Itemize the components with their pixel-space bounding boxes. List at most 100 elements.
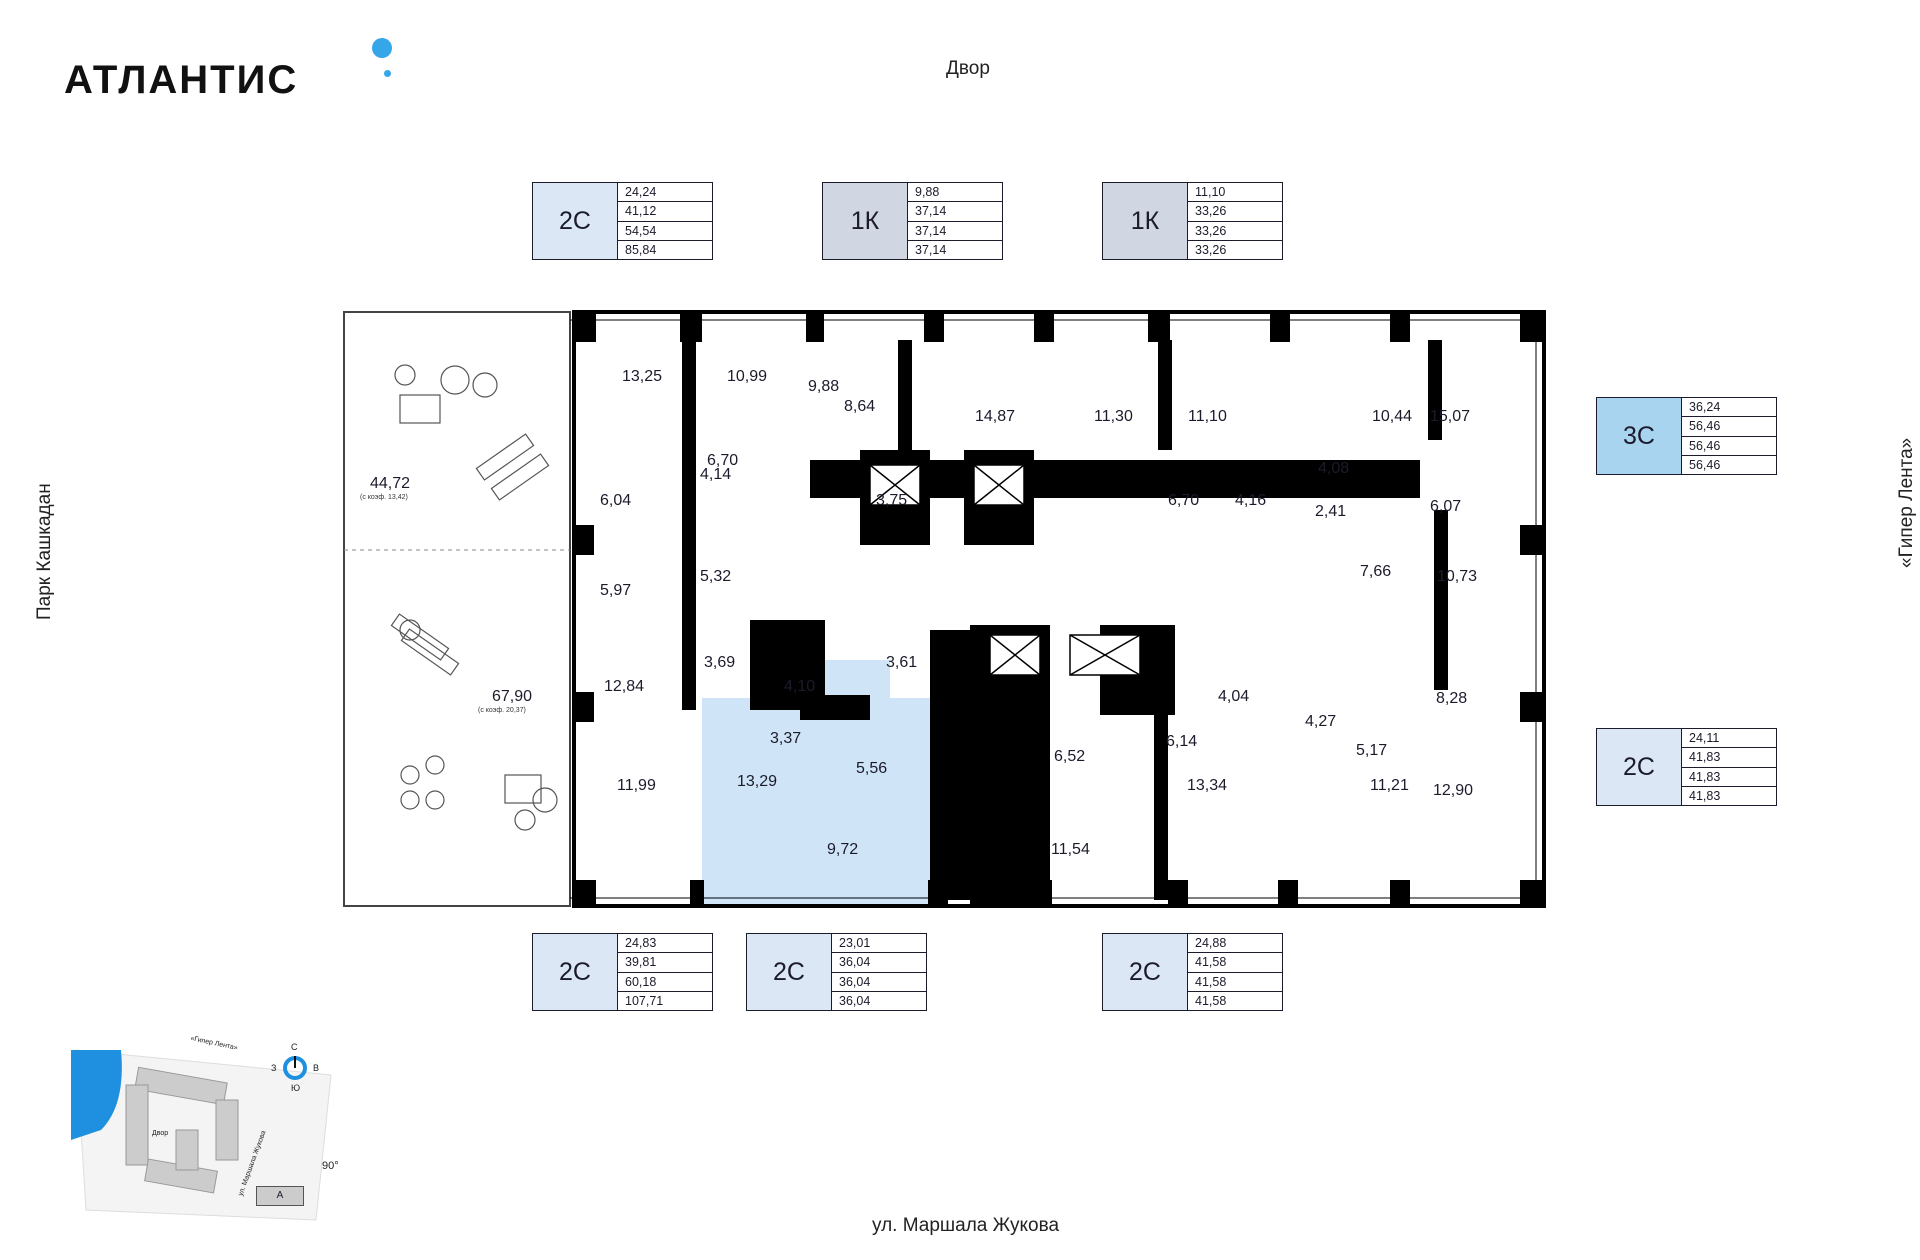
area-value: 41,58 (1188, 973, 1282, 992)
room-area-label: 5,97 (600, 582, 632, 599)
room-area-label: 11,30 (1094, 408, 1133, 425)
area-value: 33,26 (1188, 202, 1282, 222)
room-area-label: 3,61 (886, 654, 918, 671)
room-area-label: 15,07 (1430, 408, 1471, 425)
terrace-bottom-area: 67,90 (492, 688, 533, 705)
apartment-type: 2С (533, 183, 618, 259)
apartment-type: 1К (1103, 183, 1188, 259)
room-area-label: 9,88 (808, 378, 840, 395)
room-area-label: 13,34 (1187, 777, 1228, 794)
section-badge: А (256, 1186, 304, 1206)
area-value: 9,88 (908, 183, 1002, 203)
apartment-type: 2С (1597, 729, 1682, 805)
apartment-type: 2С (1103, 934, 1188, 1010)
room-area-label: 13,29 (737, 773, 778, 790)
area-value: 24,24 (618, 183, 712, 203)
compass-north: С (291, 1042, 298, 1052)
room-area-label: 8,64 (844, 398, 876, 415)
logo-dot-icon (372, 38, 392, 58)
area-value: 23,01 (832, 934, 926, 954)
area-value: 33,26 (1195, 242, 1227, 257)
room-area-label: 5,17 (1356, 742, 1388, 759)
floor-plan (343, 310, 1546, 908)
room-area-label: 3,75 (876, 492, 908, 509)
room-area-label: 10,44 (1372, 408, 1413, 425)
street-top-label: Двор (946, 58, 990, 79)
room-area-label: 11,21 (1370, 777, 1409, 794)
room-area-label: 3,69 (704, 654, 736, 671)
lake-shape (71, 1050, 122, 1140)
area-value: 41,58 (1195, 993, 1227, 1008)
apartment-type: 2С (533, 934, 618, 1010)
room-area-label: 10,73 (1437, 568, 1478, 585)
area-value: 39,81 (618, 953, 712, 973)
room-area-label: 11,99 (617, 777, 656, 794)
room-area-label: 12,90 (1433, 782, 1474, 799)
compass-west: З (271, 1063, 277, 1073)
room-area-label: 6,07 (1430, 498, 1462, 515)
room-area-label: 11,54 (1051, 841, 1090, 858)
area-value: 36,04 (832, 953, 926, 973)
area-value: 85,84 (625, 242, 657, 257)
terrace-top-area: 44,72 (370, 475, 411, 492)
compass-east: В (313, 1063, 320, 1073)
selected-apartment (702, 698, 930, 904)
room-area-label: 6,70 (707, 452, 739, 469)
area-value: 41,12 (618, 202, 712, 222)
area-value: 60,18 (618, 973, 712, 992)
area-value: 54,54 (618, 222, 712, 241)
room-area-label: 13,25 (622, 368, 663, 385)
room-area-label: 2,41 (1315, 503, 1347, 520)
street-right-label: «Гипер Лента» (1896, 437, 1917, 568)
area-value: 24,83 (618, 934, 712, 954)
area-value: 56,46 (1682, 417, 1776, 437)
street-left-label: Парк Кашкадан (34, 483, 55, 620)
room-area-label: 5,32 (700, 568, 732, 585)
room-area-label: 6,14 (1166, 733, 1198, 750)
area-value: 41,83 (1682, 748, 1776, 768)
apartment-type: 1К (823, 183, 908, 259)
street-bottom-label: ул. Маршала Жукова (872, 1215, 1060, 1236)
room-area-label: 6,04 (600, 492, 632, 509)
compass-needle (294, 1056, 296, 1068)
area-value: 56,46 (1682, 437, 1776, 456)
room-area-label: 6,52 (1054, 748, 1086, 765)
area-value: 37,14 (908, 202, 1002, 222)
room-area-label: 3,37 (770, 730, 802, 747)
room-area-label: 8,28 (1436, 690, 1468, 707)
terrace-top-coef: (с коэф. 13,42) (360, 494, 408, 501)
area-value: 33,26 (1188, 222, 1282, 241)
room-area-label: 10,99 (727, 368, 768, 385)
minimap-yard-label: Двор (152, 1130, 169, 1137)
room-area-label: 4,04 (1218, 688, 1250, 705)
room-area-label: 14,87 (975, 408, 1016, 425)
apartment-type: 2С (747, 934, 832, 1010)
site-minimap (71, 1049, 332, 1221)
room-area-label: 4,14 (700, 466, 732, 483)
area-value: 37,14 (915, 242, 947, 257)
area-value: 37,14 (908, 222, 1002, 241)
area-value: 36,04 (839, 993, 871, 1008)
area-value: 41,83 (1682, 768, 1776, 787)
area-value: 107,71 (625, 993, 664, 1008)
area-value: 36,04 (832, 973, 926, 992)
terrace-bottom-coef: (с коэф. 20,37) (478, 707, 526, 714)
room-area-label: 11,10 (1188, 408, 1227, 425)
room-area-label: 4,08 (1318, 460, 1350, 477)
area-value: 56,46 (1689, 457, 1721, 472)
minimap-lake-label: Озеро Кашкадан (8, 1080, 36, 1092)
brand-logo: АТЛАНТИС (64, 58, 299, 102)
